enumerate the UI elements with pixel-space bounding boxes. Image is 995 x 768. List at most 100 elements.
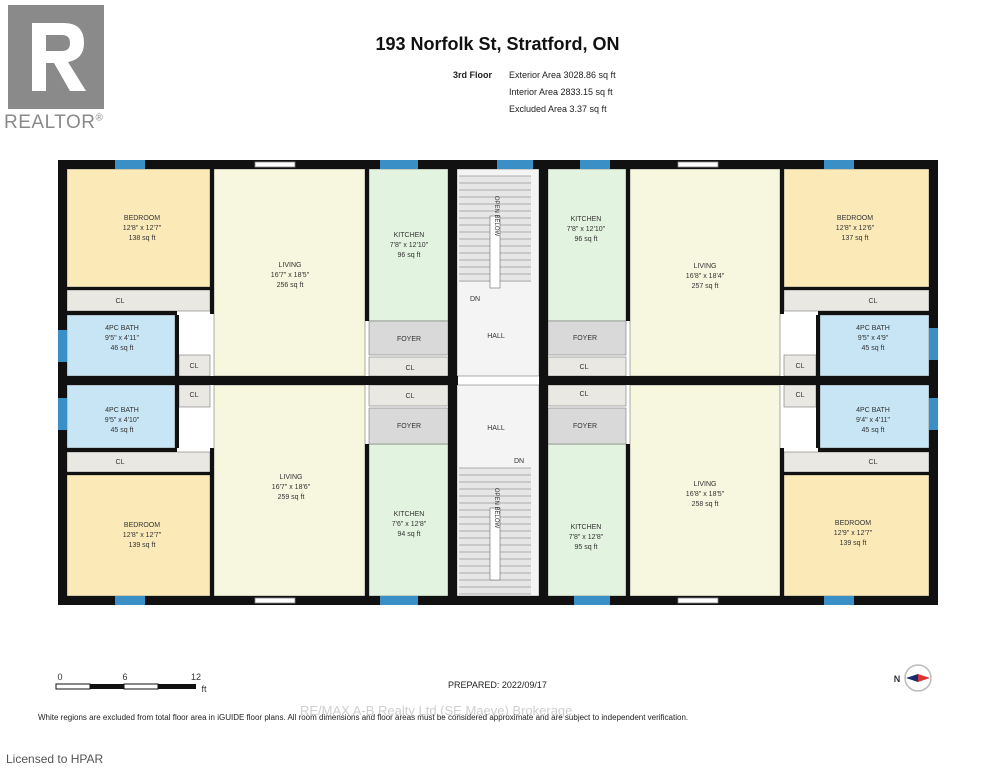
down-label-19: DN bbox=[514, 458, 524, 465]
scale-tick-12: 12 bbox=[191, 672, 201, 682]
closet-label-11: CL bbox=[796, 392, 805, 399]
window-slider-2 bbox=[254, 597, 296, 604]
window-v-3 bbox=[929, 398, 938, 430]
room-area-tl-bath: 46 sq ft bbox=[111, 345, 134, 352]
br-kitchen-fill bbox=[547, 443, 627, 597]
room-dims-br-living: 16'8" x 18'5" bbox=[686, 491, 725, 498]
bl-bath-fill bbox=[66, 384, 176, 449]
room-dims-tr-bath: 9'5" x 4'9" bbox=[858, 335, 889, 342]
compass-north-label: N bbox=[894, 674, 901, 684]
scale-bar: 0 6 12 ft bbox=[55, 672, 207, 694]
window-h-3 bbox=[580, 160, 610, 169]
room-dims-tl-bedroom: 12'8" x 12'7" bbox=[123, 225, 162, 232]
realtor-logo bbox=[8, 5, 104, 109]
window-h-8 bbox=[824, 596, 854, 605]
staircases bbox=[459, 175, 531, 595]
room-name-tr-bedroom: BEDROOM bbox=[837, 215, 873, 222]
tr-kitchen-fill bbox=[547, 168, 627, 322]
closet-label-2: CL bbox=[116, 459, 125, 466]
closet-label-9: CL bbox=[796, 363, 805, 370]
room-dims-br-bath: 9'4" x 4'11" bbox=[856, 417, 890, 424]
room-dims-tl-living: 16'7" x 18'5" bbox=[271, 272, 310, 279]
tr-foyer-fill bbox=[547, 320, 627, 356]
bl-bedroom-fill bbox=[66, 474, 211, 597]
room-area-tr-bedroom: 137 sq ft bbox=[842, 235, 869, 242]
window-slider-1 bbox=[677, 161, 719, 168]
bl-bedroom-closet-fill bbox=[66, 451, 211, 473]
room-name-br-kitchen: KITCHEN bbox=[571, 524, 602, 531]
prepared-date: PREPARED: 2022/09/17 bbox=[448, 680, 547, 690]
interior-area: Interior Area 2833.15 sq ft bbox=[509, 87, 613, 97]
disclaimer-text: White regions are excluded from total fl… bbox=[38, 713, 689, 722]
hall-label-17: HALL bbox=[487, 425, 505, 432]
room-name-br-living: LIVING bbox=[694, 481, 717, 488]
room-area-tr-kitchen: 96 sq ft bbox=[575, 236, 598, 243]
tl-foyer-fill bbox=[368, 320, 449, 356]
room-name-br-bedroom: BEDROOM bbox=[835, 520, 871, 527]
open-below-label-0: OPEN BELOW bbox=[493, 196, 499, 237]
room-dims-tl-bath: 9'5" x 4'11" bbox=[105, 335, 139, 342]
closet-label-7: CL bbox=[580, 391, 589, 398]
window-h-7 bbox=[574, 596, 610, 605]
tr-bedroom-closet-fill bbox=[783, 289, 930, 312]
closet-label-1: CL bbox=[869, 298, 878, 305]
room-dims-br-bedroom: 12'9" x 12'7" bbox=[834, 530, 873, 537]
hall-label-16: HALL bbox=[487, 333, 505, 340]
room-dims-tr-bedroom: 12'8" x 12'6" bbox=[836, 225, 875, 232]
bl-kitchen-fill bbox=[368, 443, 449, 597]
closet-label-3: CL bbox=[869, 459, 878, 466]
closet-label-10: CL bbox=[190, 392, 199, 399]
room-area-bl-living: 259 sq ft bbox=[278, 494, 305, 501]
room-name-tr-living: LIVING bbox=[694, 263, 717, 270]
room-name-bl-bedroom: BEDROOM bbox=[124, 522, 160, 529]
window-h-6 bbox=[380, 596, 418, 605]
window-v-1 bbox=[929, 328, 938, 360]
window-h-2 bbox=[497, 160, 533, 169]
exterior-area: Exterior Area 3028.86 sq ft bbox=[509, 70, 616, 80]
brokerage-watermark: RE/MAX A-B Realty Ltd (SE Maeve) Brokera… bbox=[300, 703, 573, 718]
window-slider-3 bbox=[677, 597, 719, 604]
room-name-tl-kitchen: KITCHEN bbox=[394, 232, 425, 239]
open-below-label-1: OPEN BELOW bbox=[493, 488, 499, 529]
window-h-4 bbox=[824, 160, 854, 169]
closet-label-8: CL bbox=[190, 363, 199, 370]
windows bbox=[58, 160, 938, 605]
foyer-label-15: FOYER bbox=[573, 423, 597, 430]
scale-tick-6: 6 bbox=[122, 672, 127, 682]
room-dims-bl-kitchen: 7'6" x 12'8" bbox=[392, 521, 427, 528]
room-label-tr-bedroom: BEDROOM 12'8" x 12'6" 137 sq ft bbox=[836, 215, 875, 242]
room-name-br-bath: 4PC BATH bbox=[856, 407, 890, 414]
room-name-tl-bedroom: BEDROOM bbox=[124, 215, 160, 222]
foyer-label-14: FOYER bbox=[397, 423, 421, 430]
compass-icon: N bbox=[894, 664, 932, 692]
floor-label: 3rd Floor bbox=[453, 70, 493, 80]
tl-living-fill bbox=[213, 168, 366, 377]
room-area-bl-kitchen: 94 sq ft bbox=[398, 531, 421, 538]
room-dims-tr-kitchen: 7'8" x 12'10" bbox=[567, 226, 606, 233]
br-living-fill bbox=[629, 384, 781, 597]
closet-label-5: CL bbox=[580, 364, 589, 371]
closet-label-0: CL bbox=[116, 298, 125, 305]
br-bath-fill bbox=[819, 384, 930, 449]
tl-bath-fill bbox=[66, 314, 176, 377]
scale-unit: ft bbox=[201, 684, 207, 694]
room-name-bl-living: LIVING bbox=[280, 474, 303, 481]
room-area-br-kitchen: 95 sq ft bbox=[575, 544, 598, 551]
room-dims-tl-kitchen: 7'8" x 12'10" bbox=[390, 242, 429, 249]
window-h-0 bbox=[115, 160, 145, 169]
realtor-wordmark: REALTOR® bbox=[4, 112, 104, 133]
